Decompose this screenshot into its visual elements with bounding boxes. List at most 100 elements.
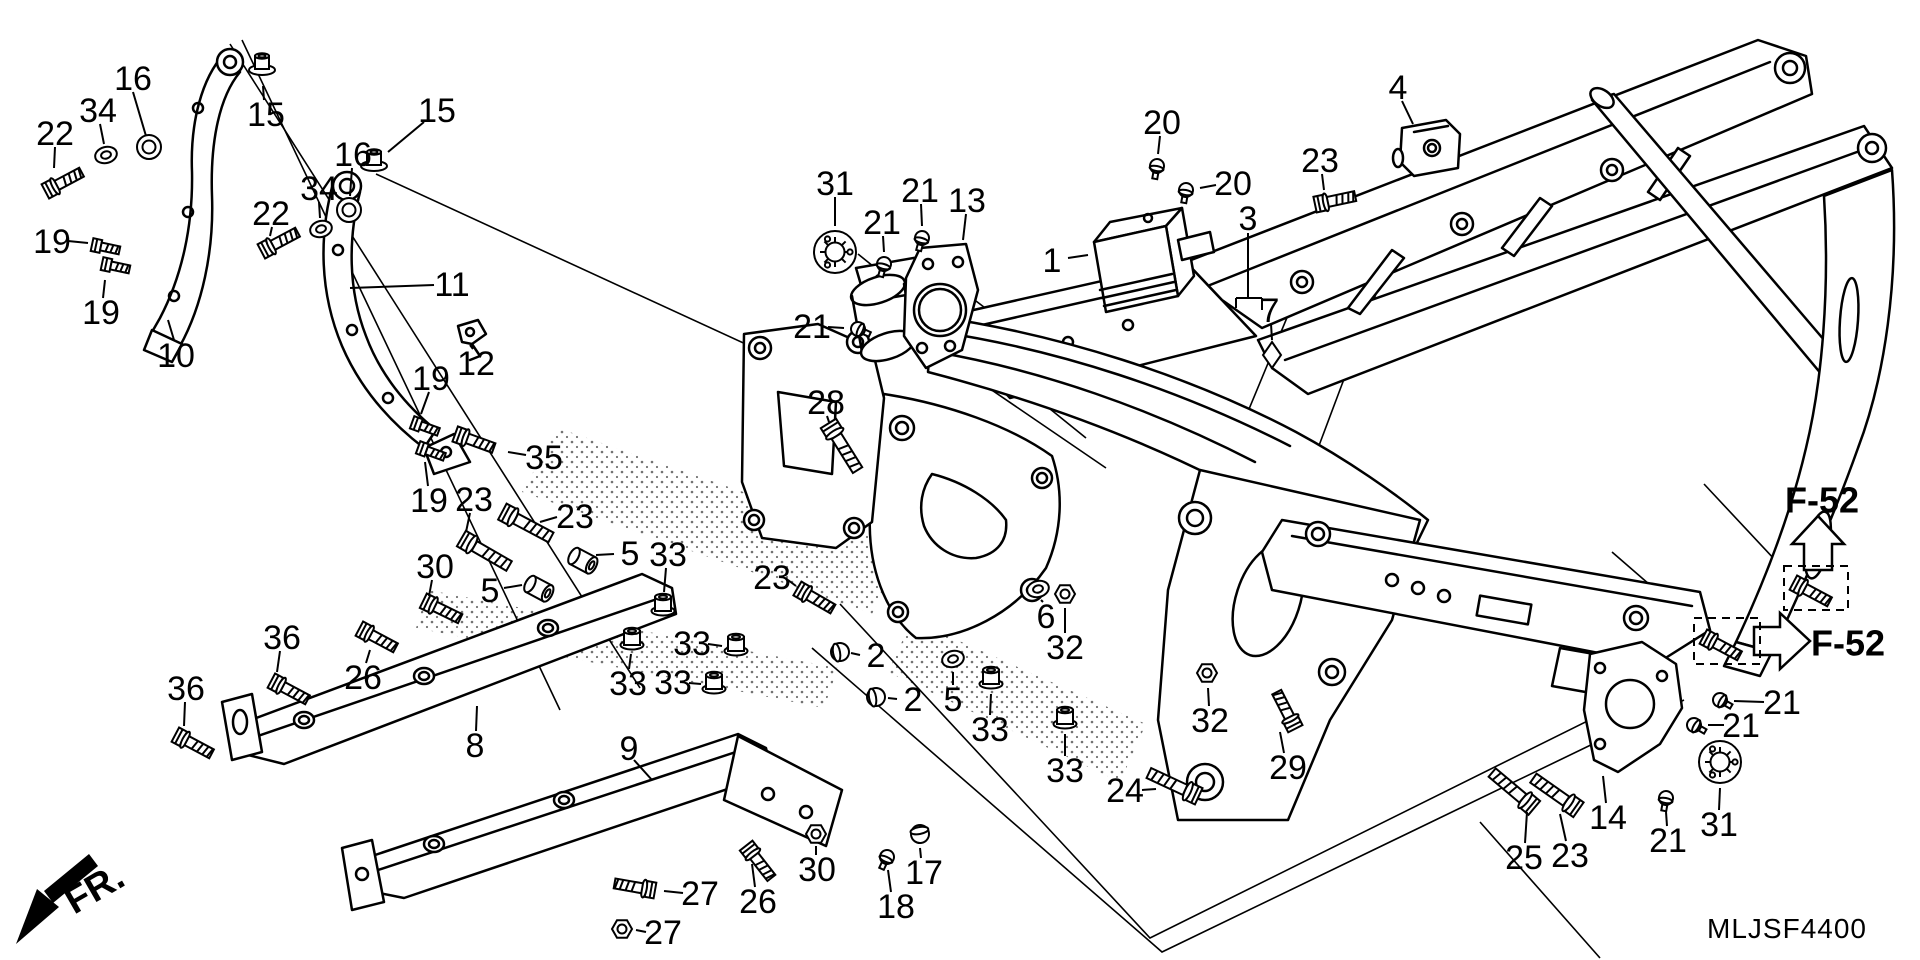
part-number-label: 30 bbox=[416, 548, 454, 586]
nut-part-icon bbox=[1054, 584, 1076, 604]
part-number-label: 26 bbox=[344, 659, 382, 697]
leader-line bbox=[262, 85, 265, 101]
bush-part-icon bbox=[336, 197, 362, 223]
leader-line bbox=[1321, 173, 1325, 191]
leader-line bbox=[1602, 775, 1607, 804]
leader-lines-layer bbox=[53, 85, 1765, 933]
part-number-label: 21 bbox=[793, 308, 831, 346]
screwF-part-icon bbox=[1175, 180, 1196, 206]
leader-line bbox=[365, 649, 371, 664]
leader-line bbox=[183, 701, 186, 727]
f52-ref-label: F-52 bbox=[1811, 623, 1885, 664]
f52-reference-group: F-52 F-52 bbox=[1693, 480, 1885, 672]
part-number-label: 33 bbox=[649, 536, 687, 574]
part-number-label: 21 bbox=[1649, 822, 1687, 860]
leader-line bbox=[887, 869, 892, 893]
part-number-label: 16 bbox=[334, 136, 372, 174]
part-number-label: 11 bbox=[434, 266, 469, 304]
part-number-label: 33 bbox=[971, 711, 1009, 749]
screwF-part-icon bbox=[1683, 714, 1710, 739]
part-number-label: 36 bbox=[167, 670, 205, 708]
part-number-label: 34 bbox=[300, 170, 338, 208]
leader-line bbox=[688, 682, 702, 685]
leader-line bbox=[1199, 184, 1217, 189]
leader-line bbox=[850, 652, 861, 656]
leader-line bbox=[635, 929, 647, 933]
leader-line bbox=[1279, 731, 1285, 754]
part-number-label: 2 bbox=[867, 637, 886, 675]
bracket-4 bbox=[1391, 118, 1462, 178]
leader-line bbox=[387, 121, 425, 153]
stay-arm-11 bbox=[322, 178, 438, 450]
part-number-label: 19 bbox=[33, 223, 71, 261]
part-number-label: 23 bbox=[753, 559, 791, 597]
nutF-part-icon bbox=[1052, 705, 1078, 730]
leader-line bbox=[1665, 811, 1668, 827]
screw-part-icon bbox=[89, 237, 122, 258]
leader-line bbox=[827, 326, 845, 329]
leader-line bbox=[167, 319, 175, 341]
part-number-label: 23 bbox=[556, 498, 594, 536]
part-number-label: 23 bbox=[1551, 837, 1589, 875]
leader-line bbox=[469, 344, 474, 350]
seat-rail-front bbox=[1184, 38, 1814, 330]
leader-line bbox=[465, 512, 471, 533]
fr-arrow-icon bbox=[16, 889, 59, 944]
part-number-label: 28 bbox=[807, 384, 845, 422]
nutF-part-icon bbox=[978, 665, 1004, 690]
leader-line bbox=[99, 123, 105, 145]
leader-line bbox=[349, 167, 353, 197]
leader-line bbox=[1270, 323, 1273, 341]
part-number-label: 29 bbox=[1269, 749, 1307, 787]
ring-part-icon bbox=[1698, 740, 1742, 784]
plate-14 bbox=[1582, 640, 1684, 774]
rear-leg bbox=[1734, 168, 1896, 654]
collar-part-icon bbox=[564, 544, 601, 577]
leader-line bbox=[1157, 135, 1161, 155]
part-number-label: 35 bbox=[525, 439, 563, 477]
part-number-label: 3 bbox=[1239, 200, 1258, 238]
part-number-label: 27 bbox=[681, 875, 719, 913]
part-number-label: 17 bbox=[905, 854, 943, 892]
part-number-label: 13 bbox=[948, 182, 986, 220]
part-number-label: 21 bbox=[1763, 684, 1801, 722]
part-number-label: 25 bbox=[1505, 839, 1543, 877]
leader-line bbox=[663, 567, 667, 593]
leader-line bbox=[507, 451, 527, 456]
leader-line bbox=[663, 890, 684, 894]
leader-line bbox=[633, 759, 653, 781]
part-number-label: 18 bbox=[877, 888, 915, 926]
leader-line bbox=[102, 279, 106, 299]
boltS-part-icon bbox=[1788, 573, 1835, 611]
plug-part-icon bbox=[908, 822, 932, 846]
part-number-label: 19 bbox=[412, 360, 450, 398]
leader-line bbox=[475, 705, 478, 732]
part-number-label: 5 bbox=[621, 535, 640, 573]
leader-line bbox=[989, 693, 992, 716]
leader-line bbox=[428, 579, 433, 597]
nutF-part-icon bbox=[701, 670, 727, 695]
ecu-unit bbox=[1092, 206, 1216, 314]
part-number-label: 32 bbox=[1191, 702, 1229, 740]
frame-illustration bbox=[142, 38, 1896, 912]
screwF-part-icon bbox=[1146, 156, 1167, 182]
part-number-label: 4 bbox=[1389, 69, 1408, 107]
diagram-code: MLJSF4400 bbox=[1707, 913, 1867, 944]
part-number-label: 5 bbox=[481, 572, 500, 610]
part-number-label: 32 bbox=[1046, 629, 1084, 667]
nut-part-icon bbox=[1196, 663, 1218, 683]
nutF-part-icon bbox=[723, 632, 749, 657]
leader-line bbox=[1559, 813, 1567, 842]
part-number-label: 33 bbox=[673, 625, 711, 663]
part-number-label: 2 bbox=[904, 681, 923, 719]
bracket-12 bbox=[456, 318, 488, 346]
leader-line bbox=[269, 226, 273, 237]
leader-line bbox=[826, 415, 830, 423]
leader-line bbox=[628, 653, 632, 670]
part-number-label: 33 bbox=[654, 664, 692, 702]
part-number-label: 8 bbox=[466, 727, 485, 765]
part-number-label: 22 bbox=[36, 115, 74, 153]
stay-arm-10 bbox=[150, 52, 242, 348]
